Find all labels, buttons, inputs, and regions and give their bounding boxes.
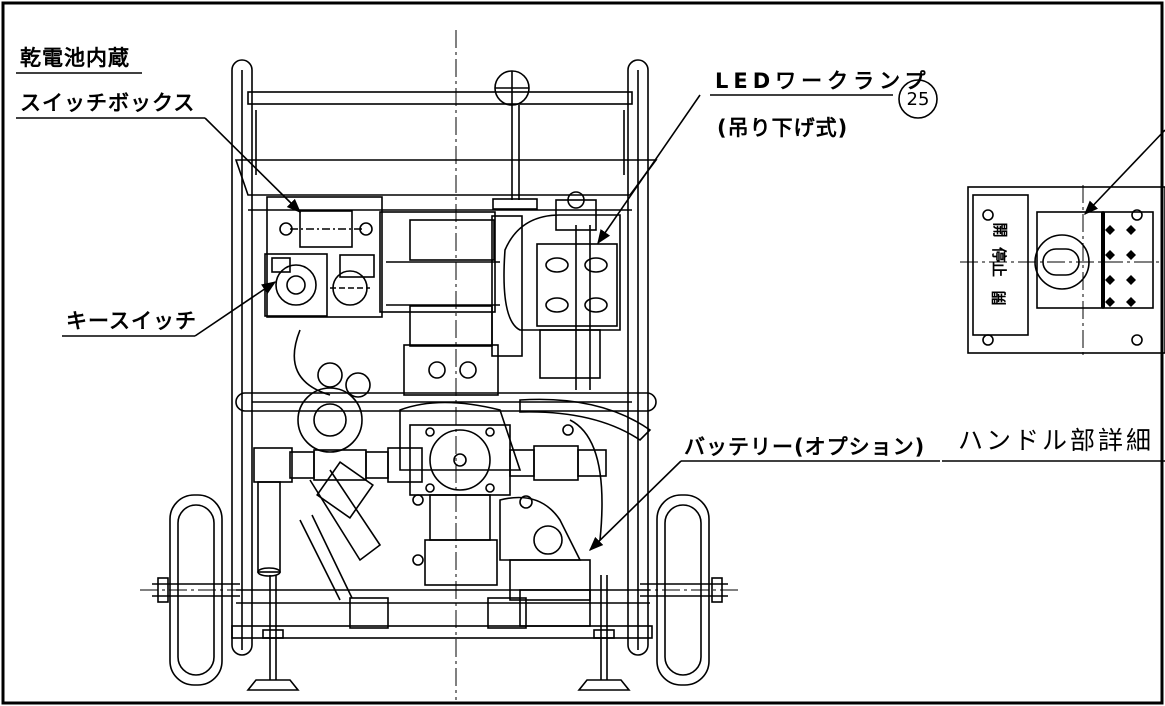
label-battery-option: バッテリー(オプション) (684, 435, 926, 459)
handle-plate-stop: 停止 (990, 247, 1008, 277)
label-led-lamp-line1: LEDワークランプ (715, 69, 931, 93)
handle-plate-open-bottom: 開 (990, 290, 1008, 305)
handle-detail-view (967, 186, 1165, 354)
label-battery-box-line2: スイッチボックス (20, 91, 196, 115)
label-battery-box-line1: 乾電池内蔵 (20, 46, 130, 70)
pump-machine-front-view (152, 59, 728, 691)
handle-plate-open-top: 開 (991, 222, 1009, 237)
label-handle-detail: ハンドル部詳細 (958, 426, 1155, 455)
leader-lines (16, 72, 1165, 552)
label-led-lamp-line2: (吊り下げ式) (717, 116, 849, 140)
label-led-lamp-balloon-number: 25 (906, 89, 930, 110)
handle-detail-rivets (1105, 225, 1136, 307)
label-key-switch: キースイッチ (66, 309, 197, 333)
centerlines (140, 30, 1160, 700)
led-lamp-balloon (898, 79, 938, 119)
